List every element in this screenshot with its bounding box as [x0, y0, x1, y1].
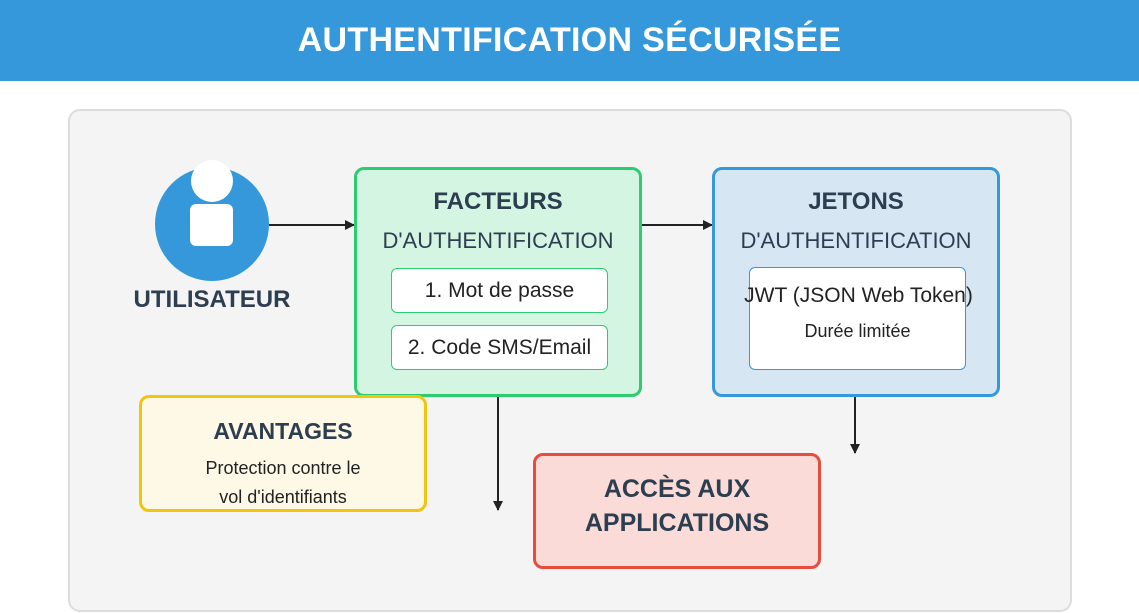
- factors-box: FACTEURS D'AUTHENTIFICATION 1. Mot de pa…: [354, 167, 642, 397]
- jwt-card: JWT (JSON Web Token) Durée limitée: [744, 267, 973, 370]
- page-title: AUTHENTIFICATION SÉCURISÉE: [297, 21, 842, 59]
- factor-item-sms-email: 2. Code SMS/Email: [391, 325, 608, 370]
- access-box: ACCÈS AUX APPLICATIONS: [533, 453, 821, 569]
- user-body-shape: [190, 204, 233, 246]
- advantages-title: AVANTAGES: [213, 418, 353, 444]
- factor-item-password: 1. Mot de passe: [391, 268, 608, 313]
- tokens-box: JETONS D'AUTHENTIFICATION JWT (JSON Web …: [712, 167, 1000, 397]
- jwt-duration: Durée limitée: [804, 321, 911, 341]
- tokens-subtitle: D'AUTHENTIFICATION: [740, 228, 972, 253]
- factors-title: FACTEURS: [433, 188, 563, 215]
- user-head-shape: [191, 160, 233, 202]
- access-line2: APPLICATIONS: [584, 509, 770, 537]
- advantages-box: AVANTAGES Protection contre le vol d'ide…: [139, 395, 427, 512]
- access-line1: ACCÈS AUX: [603, 475, 751, 503]
- factors-subtitle: D'AUTHENTIFICATION: [382, 228, 614, 253]
- jwt-label: JWT (JSON Web Token): [744, 284, 973, 307]
- tokens-title: JETONS: [808, 188, 904, 215]
- user-label: UTILISATEUR: [133, 286, 291, 313]
- advantages-desc-line1: Protection contre le: [205, 458, 361, 478]
- advantages-desc-line2: vol d'identifiants: [219, 487, 347, 507]
- header-bar: AUTHENTIFICATION SÉCURISÉE: [0, 0, 1139, 81]
